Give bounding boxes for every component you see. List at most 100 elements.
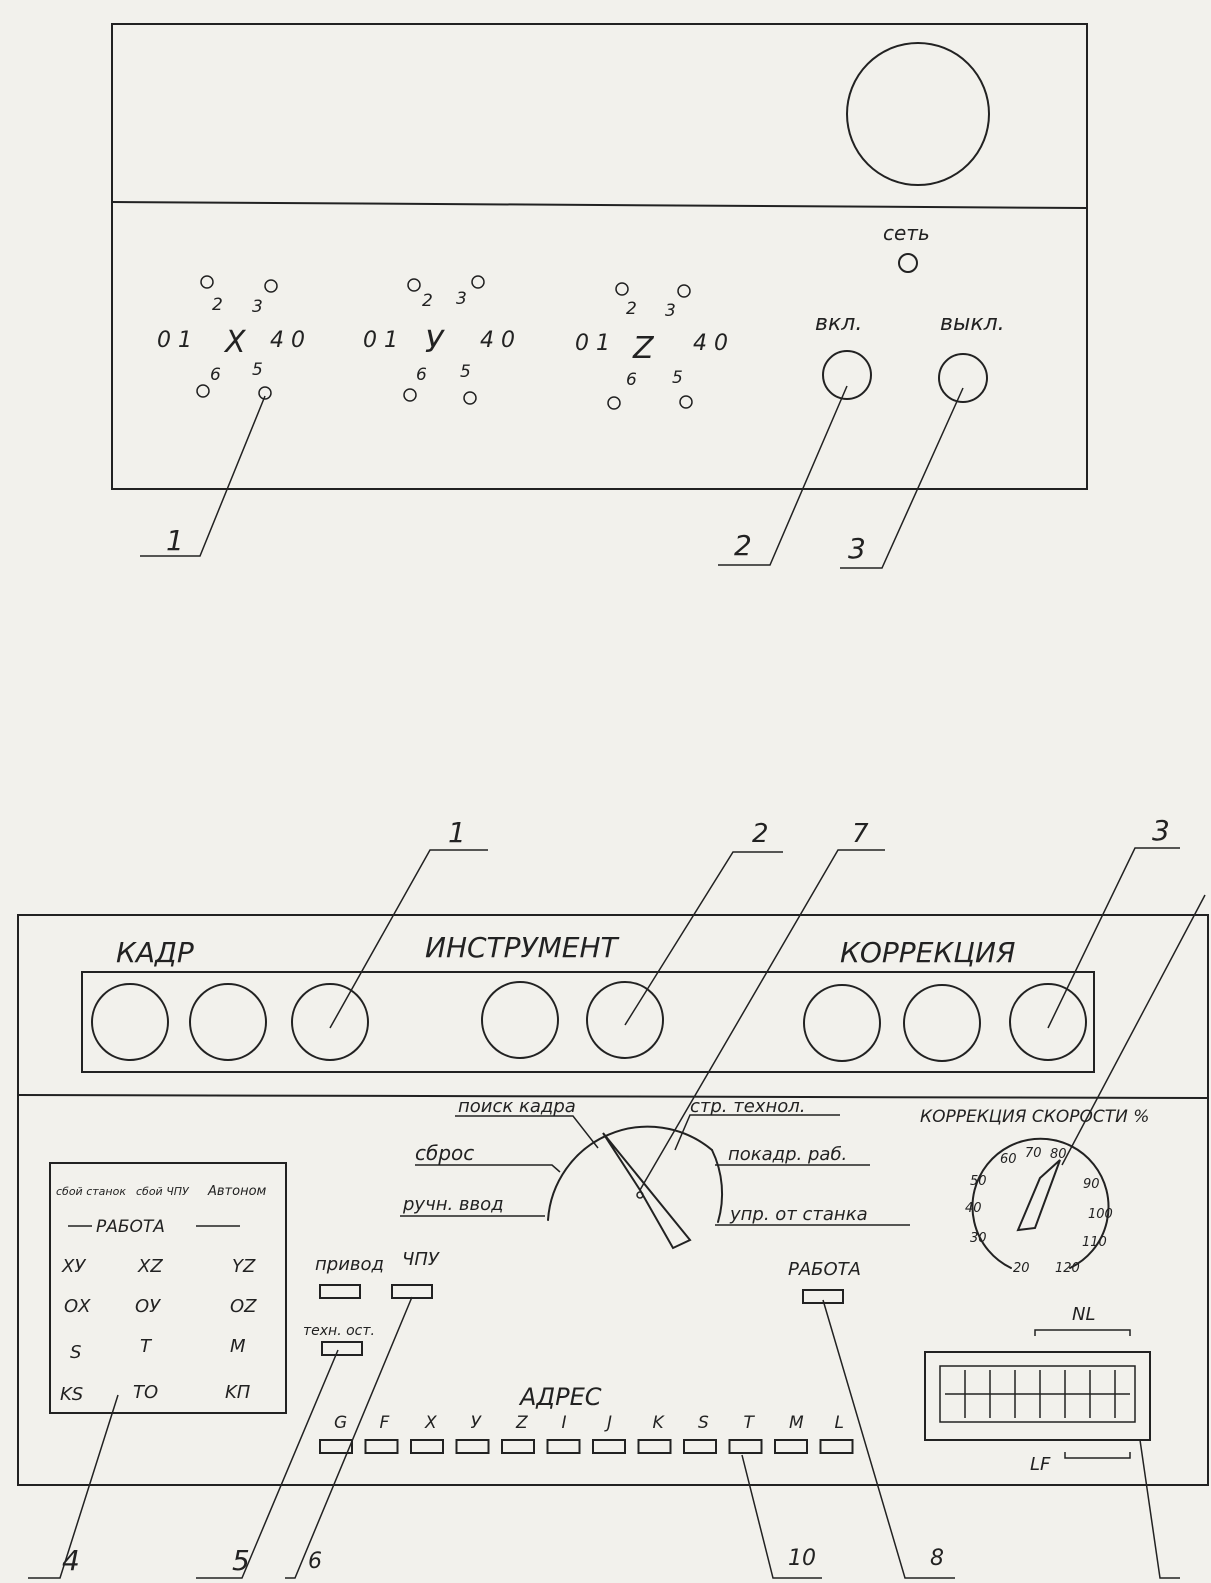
- status-header-cnc-fault: сбой ЧПУ: [136, 1185, 190, 1198]
- axis-z-num-5: 5: [672, 368, 683, 388]
- address-key-5[interactable]: [546, 1439, 581, 1454]
- top-panel-divider: [111, 201, 1088, 209]
- frame-digit-2: [189, 983, 267, 1061]
- off-button[interactable]: [938, 353, 988, 403]
- speed-scale-70: 70: [1025, 1146, 1042, 1161]
- axis-x-name: X: [223, 325, 247, 360]
- frame-digit-1: [91, 983, 169, 1061]
- address-key-0[interactable]: [319, 1439, 353, 1454]
- nl-display-segments: [945, 1370, 1130, 1418]
- drive-button[interactable]: [319, 1284, 361, 1299]
- mode-machine-control[interactable]: упр. от станка: [729, 1204, 868, 1225]
- speed-scale-40: 40: [965, 1201, 982, 1216]
- address-key-4[interactable]: [501, 1439, 535, 1454]
- axis-z-num-4: 4 0: [693, 331, 728, 356]
- axis-x-lamp-5: [258, 386, 272, 400]
- bottom-callout-10-leader: [741, 1454, 822, 1579]
- mode-single-block[interactable]: покадр. раб.: [728, 1144, 847, 1165]
- mode-reset[interactable]: сброс: [415, 1141, 474, 1165]
- status-group-label: РАБОТА: [96, 1217, 165, 1237]
- bottom-callout-3-leader: [1047, 847, 1180, 1029]
- address-key-9[interactable]: [728, 1439, 763, 1454]
- address-key-label-2: X: [424, 1413, 437, 1433]
- mode-tech-stop[interactable]: стр. технол.: [690, 1096, 805, 1117]
- axis-z-num-1: 0 1: [575, 331, 610, 356]
- address-key-label-5: I: [562, 1413, 567, 1433]
- axis-y-lamp-3: [471, 275, 485, 289]
- mode-manual-input[interactable]: ручн. ввод: [402, 1194, 504, 1215]
- drive-label: привод: [315, 1254, 384, 1275]
- axis-x-num-6: 6: [210, 365, 221, 385]
- bottom-callout-3-label: 3: [1152, 814, 1170, 847]
- lf-label: LF: [1030, 1454, 1051, 1475]
- status-cell-r2c3: OZ: [230, 1296, 257, 1317]
- address-key-6[interactable]: [592, 1439, 626, 1454]
- axis-z-lamp-6: [607, 396, 621, 410]
- tech-stop-button[interactable]: [321, 1341, 363, 1356]
- speed-scale-110: 110: [1082, 1235, 1107, 1250]
- axis-x-num-5: 5: [252, 360, 263, 380]
- nl-display: [924, 1351, 1151, 1441]
- mode-selector[interactable]: поиск кадра стр. технол. сброс покадр. р…: [400, 1096, 910, 1250]
- work-button[interactable]: [802, 1289, 844, 1304]
- address-key-7[interactable]: [637, 1439, 672, 1454]
- bottom-callout-nl-leader: [1139, 1439, 1180, 1579]
- set-indicator-lamp: [898, 253, 918, 273]
- address-key-11[interactable]: [819, 1439, 854, 1454]
- axis-y-num-5: 5: [460, 362, 471, 382]
- mode-frame-search[interactable]: поиск кадра: [458, 1096, 576, 1117]
- status-cell-r4c3: KП: [225, 1382, 251, 1403]
- top-callout-1-leader: [140, 395, 266, 557]
- status-cell-r4c1: KS: [60, 1384, 83, 1405]
- axis-y-num-2: 2: [422, 291, 433, 311]
- address-key-label-10: M: [789, 1413, 804, 1433]
- address-title: АДРЕС: [518, 1383, 602, 1411]
- axis-y-num-6: 6: [416, 365, 427, 385]
- status-cell-r2c1: ОХ: [64, 1296, 91, 1317]
- status-table: сбой станок сбой ЧПУ Автоном РАБОТА ХУ X…: [49, 1162, 287, 1414]
- address-key-8[interactable]: [683, 1439, 717, 1454]
- correction-digit-2: [903, 984, 981, 1062]
- axis-y-num-3: 3: [456, 289, 467, 309]
- axis-x-lamp-2: [200, 275, 214, 289]
- bottom-panel: КАДР ИНСТРУМЕНТ КОРРЕКЦИЯ поиск кадра ст…: [17, 814, 1209, 1579]
- main-power-dial[interactable]: [846, 42, 990, 186]
- axis-z-lamp-3: [677, 284, 691, 298]
- bottom-callout-10-label: 10: [788, 1546, 816, 1571]
- cnc-button[interactable]: [391, 1284, 433, 1299]
- axis-y-num-4: 4 0: [480, 328, 515, 353]
- speed-scale-100: 100: [1088, 1207, 1113, 1222]
- address-key-10[interactable]: [774, 1439, 808, 1454]
- speed-scale-50: 50: [970, 1174, 987, 1189]
- set-label: сеть: [883, 221, 930, 245]
- on-button[interactable]: [822, 350, 872, 400]
- top-callout-1-label: 1: [166, 524, 184, 557]
- axis-z-num-2: 2: [626, 299, 637, 319]
- address-key-2[interactable]: [410, 1439, 444, 1454]
- top-callout-3-label: 3: [848, 532, 866, 565]
- status-cell-r4c2: TO: [133, 1382, 158, 1403]
- axis-z-num-3: 3: [665, 301, 676, 321]
- speed-correction-dial[interactable]: КОРРЕКЦИЯ СКОРОСТИ % 20 30 40 50 60 70 8…: [920, 1107, 1149, 1276]
- axis-x-lamp-6: [196, 384, 210, 398]
- bottom-callout-2-leader: [624, 851, 783, 1026]
- top-callout-2-leader: [718, 385, 848, 566]
- address-key-label-1: F: [380, 1413, 390, 1433]
- tool-digit-2: [586, 981, 664, 1059]
- address-key-label-3: У: [471, 1413, 483, 1433]
- on-label: вкл.: [815, 311, 862, 336]
- off-label: выкл.: [940, 311, 1005, 336]
- top-callout-3-leader: [840, 387, 964, 569]
- axis-cluster-x: 2 3 0 1 X 4 0 6 5: [157, 275, 305, 400]
- address-key-3[interactable]: [455, 1439, 490, 1454]
- axis-y-num-1: 0 1: [363, 328, 398, 353]
- status-cell-r3c2: T: [140, 1336, 153, 1357]
- axis-y-lamp-6: [403, 388, 417, 402]
- correction-digit-1: [803, 984, 881, 1062]
- bottom-callout-2-label: 2: [752, 819, 769, 849]
- bottom-callout-6-label: 6: [308, 1549, 322, 1574]
- cnc-label: ЧПУ: [402, 1249, 440, 1270]
- display-strip: [81, 971, 1095, 1073]
- address-key-1[interactable]: [364, 1439, 399, 1454]
